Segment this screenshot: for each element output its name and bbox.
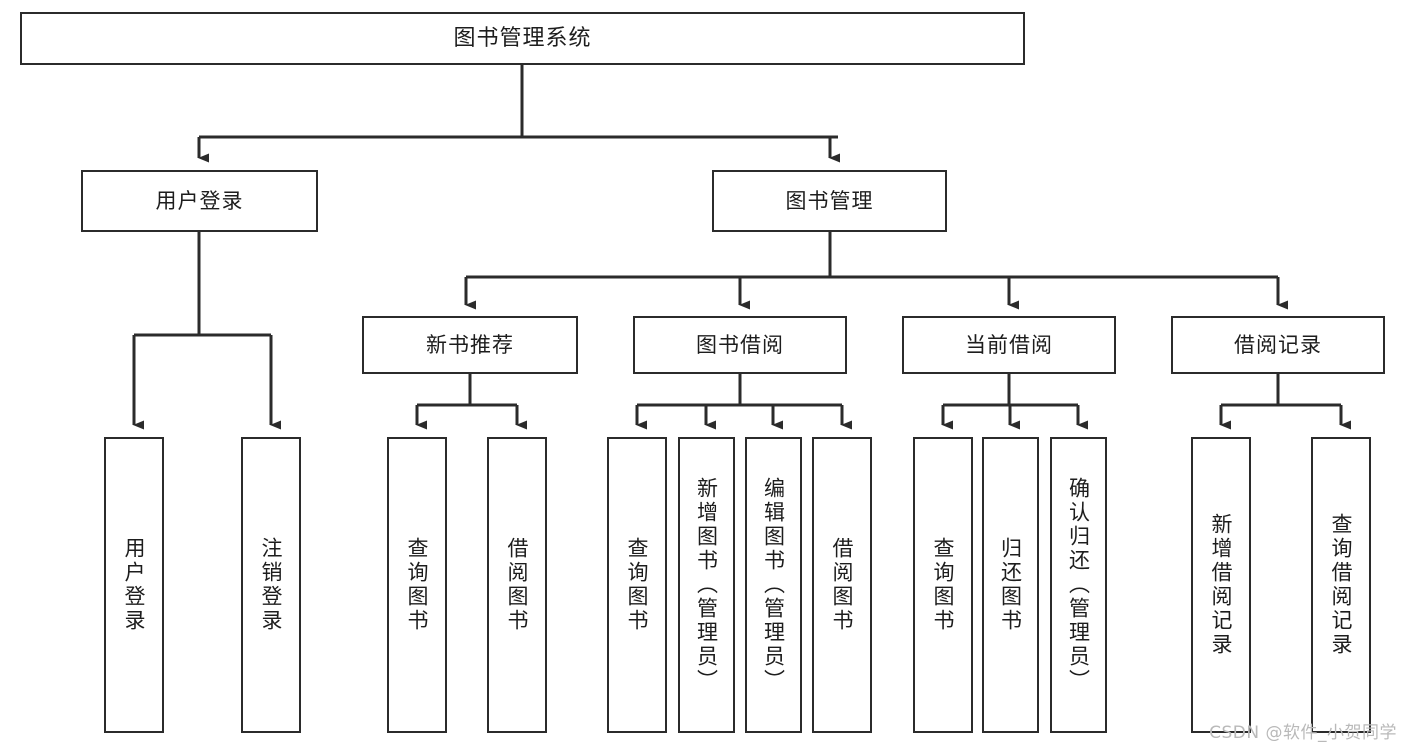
leaf-query-book-1[interactable]: 查询图书: [387, 437, 447, 733]
node-book-borrow[interactable]: 图书借阅: [633, 316, 847, 374]
leaf-query-book-3-label: 查询图书: [931, 537, 956, 633]
leaf-borrow-book-1-label: 借阅图书: [505, 537, 530, 633]
leaf-borrow-book-2[interactable]: 借阅图书: [812, 437, 872, 733]
leaf-query-book-3[interactable]: 查询图书: [913, 437, 973, 733]
leaf-confirm-return[interactable]: 确认归还（管理员）: [1050, 437, 1107, 733]
csdn-watermark: CSDN @软件_小贺同学: [1209, 723, 1397, 743]
leaf-user-login[interactable]: 用户登录: [104, 437, 164, 733]
leaf-query-book-1-label: 查询图书: [405, 537, 430, 633]
node-current-borrow-label: 当前借阅: [965, 332, 1053, 357]
leaf-edit-book[interactable]: 编辑图书（管理员）: [745, 437, 802, 733]
node-current-borrow[interactable]: 当前借阅: [902, 316, 1116, 374]
node-book-manage-label: 图书管理: [785, 188, 874, 213]
leaf-query-record[interactable]: 查询借阅记录: [1311, 437, 1371, 733]
node-user-login-label: 用户登录: [155, 188, 244, 213]
leaf-user-login-label: 用户登录: [122, 537, 147, 633]
node-borrow-record[interactable]: 借阅记录: [1171, 316, 1385, 374]
node-root[interactable]: 图书管理系统: [20, 12, 1025, 65]
leaf-query-record-label: 查询借阅记录: [1329, 513, 1354, 657]
node-root-label: 图书管理系统: [453, 25, 592, 51]
leaf-return-book[interactable]: 归还图书: [982, 437, 1039, 733]
leaf-edit-book-label: 编辑图书（管理员）: [761, 477, 786, 693]
leaf-add-book-label: 新增图书（管理员）: [694, 477, 719, 693]
leaf-confirm-return-label: 确认归还（管理员）: [1066, 477, 1091, 693]
node-borrow-record-label: 借阅记录: [1234, 332, 1322, 357]
node-book-manage[interactable]: 图书管理: [712, 170, 947, 232]
leaf-user-logout[interactable]: 注销登录: [241, 437, 301, 733]
node-new-book-rec-label: 新书推荐: [426, 332, 514, 357]
leaf-borrow-book-2-label: 借阅图书: [830, 537, 855, 633]
leaf-add-record[interactable]: 新增借阅记录: [1191, 437, 1251, 733]
leaf-query-book-2-label: 查询图书: [625, 537, 650, 633]
leaf-borrow-book-1[interactable]: 借阅图书: [487, 437, 547, 733]
leaf-user-logout-label: 注销登录: [259, 537, 284, 633]
node-user-login[interactable]: 用户登录: [81, 170, 318, 232]
node-book-borrow-label: 图书借阅: [696, 332, 784, 357]
leaf-query-book-2[interactable]: 查询图书: [607, 437, 667, 733]
node-new-book-rec[interactable]: 新书推荐: [362, 316, 578, 374]
leaf-return-book-label: 归还图书: [998, 537, 1023, 633]
leaf-add-record-label: 新增借阅记录: [1209, 513, 1234, 657]
leaf-add-book[interactable]: 新增图书（管理员）: [678, 437, 735, 733]
